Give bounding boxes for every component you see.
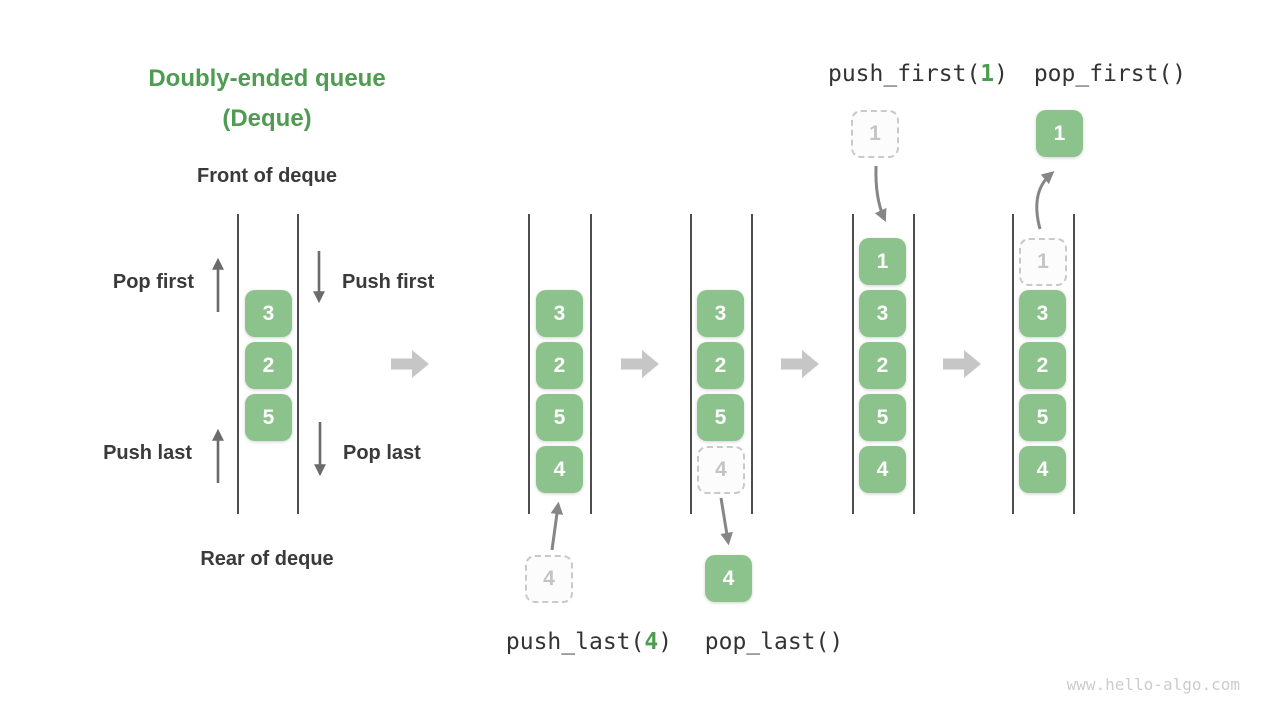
pop-first-transfer-arrow-icon	[1035, 171, 1055, 230]
queue-wall	[751, 214, 753, 514]
op-text: pop_last()	[704, 629, 844, 655]
queue-cell: 5	[859, 394, 906, 441]
queue-cell: 5	[697, 394, 744, 441]
queue-cell: 5	[1019, 394, 1066, 441]
flow-arrow-icon-1	[391, 350, 429, 378]
op-arg: 1	[980, 61, 995, 87]
queue-cell: 3	[1019, 290, 1066, 337]
push-last-transfer-arrow-icon	[550, 501, 564, 551]
queue-wall	[913, 214, 915, 514]
op-text: pop_first()	[1033, 61, 1187, 87]
queue-cell: 3	[859, 290, 906, 337]
push-last-op-label: push_last(4)	[479, 629, 699, 655]
op-arg: 4	[644, 629, 659, 655]
push-first-transfer-arrow-icon	[874, 165, 887, 223]
queue-wall	[237, 214, 239, 514]
queue-cell: 2	[1019, 342, 1066, 389]
incoming-cell-push-last: 4	[525, 555, 573, 603]
queue-cell: 2	[697, 342, 744, 389]
queue-cell: 4	[536, 446, 583, 493]
pop-first-label: Pop first	[112, 271, 194, 293]
op-text: push_last(	[505, 629, 645, 655]
pop-last-op-label: pop_last()	[664, 629, 884, 655]
queue-cell: 5	[245, 394, 292, 441]
push-first-op-label: push_first(1)	[808, 61, 1028, 87]
diagram-title: Doubly-ended queue (Deque)	[117, 59, 417, 139]
flow-arrow-icon-2	[621, 350, 659, 378]
queue-cell: 2	[245, 342, 292, 389]
queue-wall	[690, 214, 692, 514]
removed-slot-cell: 4	[697, 446, 745, 494]
watermark: www.hello-algo.com	[1066, 675, 1240, 694]
popped-cell-pop-last: 4	[705, 555, 752, 602]
pop-last-label: Pop last	[343, 442, 421, 464]
queue-cell: 4	[859, 446, 906, 493]
queue-wall	[852, 214, 854, 514]
queue-cell: 1	[859, 238, 906, 285]
queue-cell: 3	[245, 290, 292, 337]
op-text: push_first(	[827, 61, 981, 87]
popped-cell-pop-first: 1	[1036, 110, 1083, 157]
queue-wall	[1012, 214, 1014, 514]
queue-cell: 3	[536, 290, 583, 337]
push-last-label: Push last	[103, 442, 192, 464]
queue-wall	[590, 214, 592, 514]
queue-wall	[528, 214, 530, 514]
queue-cell: 2	[536, 342, 583, 389]
flow-arrow-icon-3	[781, 350, 819, 378]
queue-cell: 4	[1019, 446, 1066, 493]
removed-slot-cell: 1	[1019, 238, 1067, 286]
pop-last-transfer-arrow-icon	[719, 497, 733, 546]
queue-wall	[1073, 214, 1075, 514]
title-line-1: Doubly-ended queue	[148, 65, 386, 92]
pop-first-op-label: pop_first()	[1000, 61, 1220, 87]
queue-wall	[297, 214, 299, 514]
op-text: )	[994, 61, 1009, 87]
queue-cell: 2	[859, 342, 906, 389]
op-text: )	[658, 629, 673, 655]
push-first-label: Push first	[342, 271, 435, 293]
title-line-2: (Deque)	[222, 105, 312, 132]
rear-of-deque-label: Rear of deque	[200, 548, 334, 570]
queue-cell: 5	[536, 394, 583, 441]
front-of-deque-label: Front of deque	[197, 165, 337, 187]
incoming-cell-push-first: 1	[851, 110, 899, 158]
queue-cell: 3	[697, 290, 744, 337]
flow-arrow-icon-4	[943, 350, 981, 378]
